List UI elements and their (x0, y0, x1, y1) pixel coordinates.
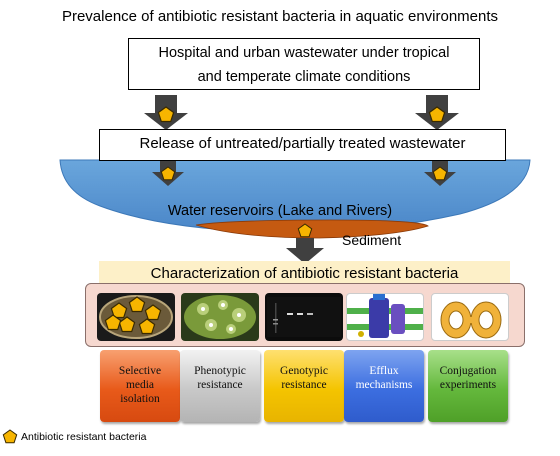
release-wastewater-box: Release of untreated/partially treated w… (99, 129, 506, 161)
down-arrow-icon (415, 95, 459, 130)
wastewater-source-box: Hospital and urban wastewater under trop… (128, 38, 480, 90)
phenotypic-plate-image (181, 293, 259, 341)
method-label-line2: media (125, 379, 155, 391)
characterization-title: Characterization of antibiotic resistant… (99, 261, 510, 287)
method-phenotypic: Phenotypic resistance (180, 350, 260, 422)
down-arrow-icon (424, 160, 456, 186)
conjugation-image (431, 293, 509, 341)
selective-media-image (97, 293, 175, 341)
method-label-line1: Efflux (369, 365, 399, 377)
down-arrow-icon (144, 95, 188, 130)
efflux-pump-image (346, 293, 424, 341)
method-selective-media: Selective media isolation (100, 350, 180, 422)
method-label-line2: resistance (197, 379, 243, 391)
method-conjugation: Conjugation experiments (428, 350, 508, 422)
sediment-label: Sediment (342, 232, 402, 248)
method-label-line1: Conjugation (439, 365, 497, 377)
down-arrow-icon (286, 223, 324, 264)
method-efflux: Efflux mechanisms (344, 350, 424, 422)
water-reservoir-label: Water reservoirs (Lake and Rivers) (167, 203, 393, 219)
method-label-line1: Phenotypic (194, 365, 246, 377)
legend-label: Antibiotic resistant bacteria (21, 431, 147, 443)
genotypic-gel-image (265, 293, 343, 341)
pentagon-icon (2, 429, 18, 444)
method-label-line2: mechanisms (355, 379, 413, 391)
method-genotypic: Genotypic resistance (264, 350, 344, 422)
method-label-line1: Genotypic (280, 365, 328, 377)
diagram-title: Prevalence of antibiotic resistant bacte… (61, 8, 499, 25)
method-label-line3: isolation (120, 393, 160, 405)
method-label-line1: Selective (118, 365, 162, 377)
method-label-line2: resistance (281, 379, 327, 391)
wastewater-source-line1: Hospital and urban wastewater under trop… (158, 45, 450, 61)
method-label-line2: experiments (439, 379, 497, 391)
down-arrow-icon (152, 160, 184, 186)
wastewater-source-line2: and temperate climate conditions (197, 69, 411, 85)
